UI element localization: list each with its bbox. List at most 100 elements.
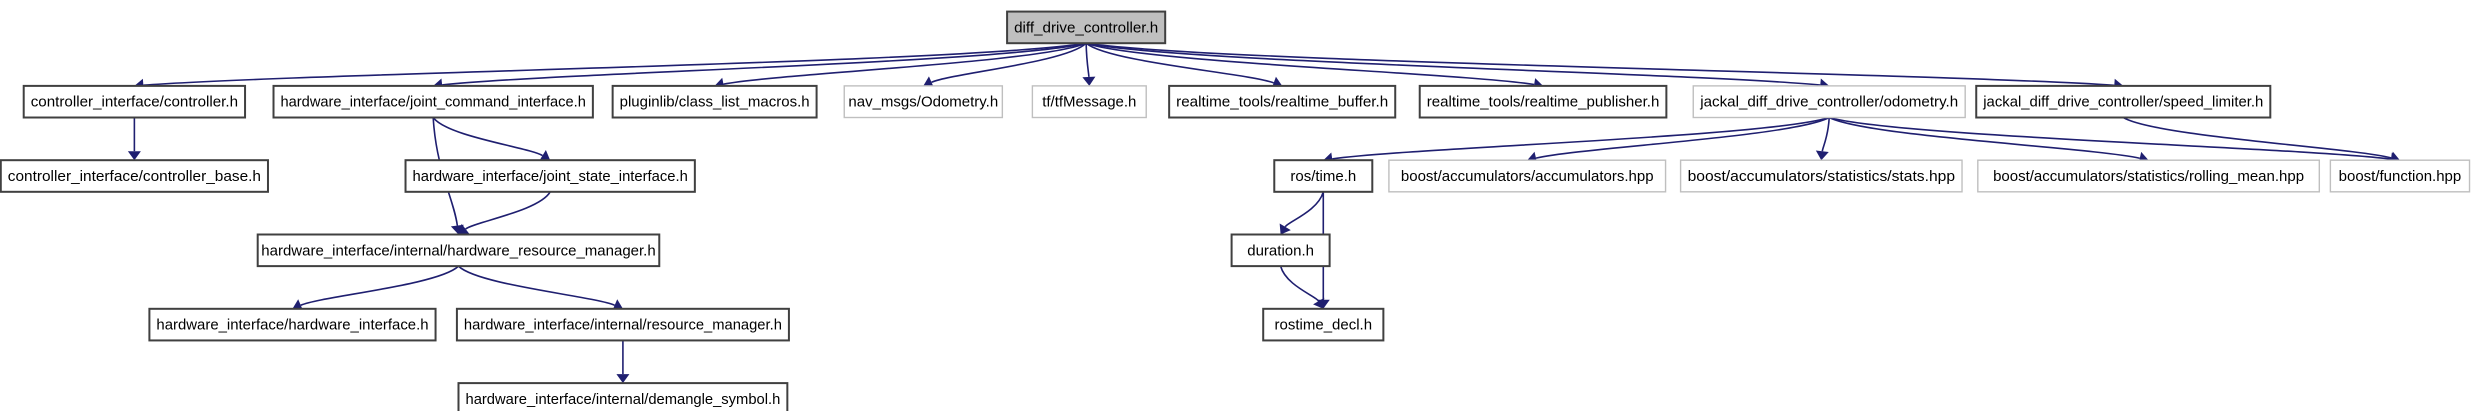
graph-node-boost-function-hpp[interactable]: boost/function.hpp [2329,159,2471,193]
graph-node-hardware-interface-joint-state-interface-h[interactable]: hardware_interface/joint_state_interface… [404,159,696,193]
graph-edge-arrowhead [458,223,470,235]
graph-edge [300,265,460,306]
graph-node-controller-interface-controller-base-h[interactable]: controller_interface/controller_base.h [0,159,269,193]
node-label: boost/accumulators/statistics/stats.hpp [1688,168,1955,185]
graph-edge [1085,42,1275,84]
graph-edge-arrowhead [1082,76,1096,86]
node-box [1388,159,1667,193]
graph-edge [143,42,1087,87]
node-label: tf/tfMessage.h [1042,94,1136,111]
node-box [148,307,437,342]
graph-edge-arrowhead [450,224,464,235]
node-label: jackal_diff_drive_controller/odometry.h [1699,94,1958,111]
graph-edge [457,265,615,306]
node-label: diff_drive_controller.h [1014,19,1158,36]
graph-node-ros-time-h[interactable]: ros/time.h [1273,159,1374,193]
graph-node-pluginlib-class-list-macros-h[interactable]: pluginlib/class_list_macros.h [611,84,818,119]
node-label: controller_interface/controller_base.h [8,168,261,185]
node-box [1262,307,1385,342]
graph-node-duration-h[interactable]: duration.h [1230,233,1331,268]
graph-edge-arrowhead [1279,223,1291,235]
node-box [457,382,789,411]
graph-node-diff-drive-controller-h[interactable]: diff_drive_controller.h [1006,10,1167,45]
graph-node-hardware-interface-joint-command-interface-h[interactable]: hardware_interface/joint_command_interfa… [272,84,594,119]
graph-node-realtime-tools-realtime-publisher-h[interactable]: realtime_tools/realtime_publisher.h [1418,84,1668,119]
graph-edge [723,42,1087,85]
graph-node-realtime-tools-realtime-buffer-h[interactable]: realtime_tools/realtime_buffer.h [1168,84,1397,119]
graph-node-hardware-interface-internal-resource-manager-h[interactable]: hardware_interface/internal/resource_man… [455,307,790,342]
node-box [404,159,696,193]
graph-edge [1279,265,1320,302]
node-label: hardware_interface/joint_command_interfa… [281,94,586,111]
graph-node-jackal-diff-drive-controller-speed-limiter-h[interactable]: jackal_diff_drive_controller/speed_limit… [1975,84,2272,119]
graph-edge [442,42,1087,86]
node-label: boost/function.hpp [2339,168,2462,185]
edge-layer [127,42,2400,384]
node-label: duration.h [1247,242,1314,259]
node-box [0,159,269,193]
node-box [22,84,247,119]
node-label: hardware_interface/joint_state_interface… [413,168,688,185]
node-box [1692,85,1966,119]
graph-edge-arrowhead [1815,150,1829,161]
graph-edge [1828,116,2140,160]
node-layer: diff_drive_controller.h controller_interf… [0,10,2471,411]
node-box [2329,159,2471,193]
node-label: hardware_interface/internal/resource_man… [464,317,782,334]
node-label: jackal_diff_drive_controller/speed_limit… [1982,94,2263,111]
graph-node-hardware-interface-hardware-interface-h[interactable]: hardware_interface/hardware_interface.h [148,307,437,342]
graph-edge-arrowhead [127,151,141,161]
graph-edge [1535,116,1830,159]
graph-node-jackal-diff-drive-controller-odometry-h[interactable]: jackal_diff_drive_controller/odometry.h [1692,85,1966,119]
graph-node-boost-accumulators-statistics-rolling-mean-hpp[interactable]: boost/accumulators/statistics/rolling_me… [1977,159,2321,193]
node-label: ros/time.h [1290,168,1356,185]
node-box [843,85,1004,119]
graph-node-controller-interface-controller-h[interactable]: controller_interface/controller.h [22,84,247,119]
graph-node-nav-msgs-odometry-h[interactable]: nav_msgs/Odometry.h [843,85,1004,119]
graph-edge [465,191,551,230]
node-label: hardware_interface/hardware_interface.h [156,317,428,334]
node-box [611,84,818,119]
node-label: nav_msgs/Odometry.h [848,94,998,111]
graph-edge [931,42,1087,84]
node-box [1006,10,1167,45]
graph-edge [1821,117,1831,152]
node-box [1273,159,1374,193]
graph-node-hardware-interface-internal-demangle-symbol-h[interactable]: hardware_interface/internal/demangle_sym… [457,382,789,411]
graph-edge-arrowhead [1313,297,1325,309]
graph-node-rostime-decl-h[interactable]: rostime_decl.h [1262,307,1385,342]
graph-edge-arrowhead [539,149,551,162]
node-label: realtime_tools/realtime_buffer.h [1176,94,1388,111]
node-box [1230,233,1331,268]
graph-edge [1332,116,1830,160]
graph-edge-arrowhead [616,374,630,384]
node-label: hardware_interface/internal/hardware_res… [261,242,655,259]
node-box [1031,85,1147,119]
node-box [455,307,790,342]
node-box [1679,159,1963,193]
node-box [256,233,661,268]
graph-edge [1085,42,1535,86]
node-box [272,84,594,119]
node-box [1975,84,2272,119]
graph-node-tf-tfmessage-h[interactable]: tf/tfMessage.h [1031,85,1147,119]
graph-edge [2122,116,2392,159]
node-label: controller_interface/controller.h [31,94,238,111]
node-label: realtime_tools/realtime_publisher.h [1427,94,1660,111]
node-box [1418,84,1668,119]
graph-node-hardware-interface-internal-hardware-resource-manager-h[interactable]: hardware_interface/internal/hardware_res… [256,233,661,268]
graph-node-boost-accumulators-statistics-stats-hpp[interactable]: boost/accumulators/statistics/stats.hpp [1679,159,1963,193]
graph-edge [1828,116,2392,160]
node-label: boost/accumulators/statistics/rolling_me… [1993,168,2304,185]
graph-node-boost-accumulators-accumulators-hpp[interactable]: boost/accumulators/accumulators.hpp [1388,159,1667,193]
node-box [1168,84,1397,119]
node-label: boost/accumulators/accumulators.hpp [1401,168,1654,185]
node-box [1977,159,2321,193]
graph-edge [1284,191,1325,228]
graph-edge [1086,42,2115,87]
graph-edge [432,116,543,157]
node-label: pluginlib/class_list_macros.h [620,94,810,111]
graph-edge [1085,43,1090,77]
